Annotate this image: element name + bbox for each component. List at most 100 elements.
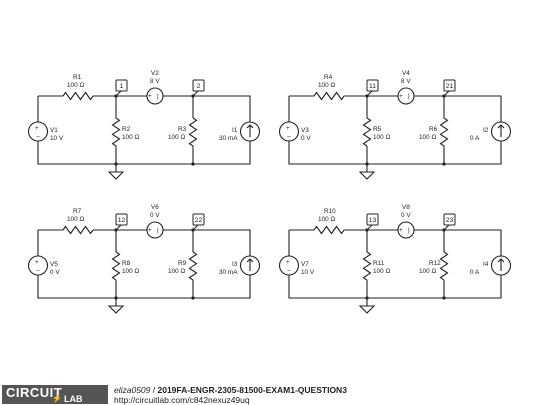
vsource-value: 0 V xyxy=(50,269,60,276)
resistor-label: R11 xyxy=(373,260,385,267)
isource-value: 30 mA xyxy=(219,135,238,142)
author-link[interactable]: eliza0509 xyxy=(114,385,151,395)
logo-text-bottom: LAB xyxy=(64,394,83,404)
vsource-label: V4 xyxy=(402,70,410,77)
circuit-title: 2019FA-ENGR-2305-81500-EXAM1-QUESTION3 xyxy=(157,385,347,395)
junction-dot xyxy=(114,162,118,166)
resistor-label: R12 xyxy=(429,260,441,267)
node-label: 11 xyxy=(369,83,376,90)
isource-label: I3 xyxy=(232,261,238,268)
footer-info: eliza0509 / 2019FA-ENGR-2305-81500-EXAM1… xyxy=(114,385,347,405)
current-arrow-icon xyxy=(497,258,505,271)
current-arrow-icon xyxy=(246,258,254,271)
plus-sign: + xyxy=(399,93,403,100)
wire-loop xyxy=(37,229,251,299)
footer-line-1: eliza0509 / 2019FA-ENGR-2305-81500-EXAM1… xyxy=(114,385,347,395)
resistor-value: 100 Ω xyxy=(168,268,185,275)
resistor-R10 xyxy=(313,225,345,235)
resistor-value: 100 Ω xyxy=(318,216,335,223)
vsource-value: 8 V xyxy=(401,78,411,85)
node-label-box xyxy=(192,213,205,226)
resistor-R9 xyxy=(188,251,198,281)
node-label-box xyxy=(115,79,128,92)
vsource-value: 10 V xyxy=(301,269,315,276)
resistor-label: R6 xyxy=(429,126,438,133)
resistor-R4 xyxy=(313,91,345,101)
vsource-label: V3 xyxy=(301,127,309,134)
node-label-box xyxy=(443,79,456,92)
plus-sign: + xyxy=(35,259,39,266)
isource-label: I2 xyxy=(483,127,489,134)
wire-branches xyxy=(366,230,445,306)
node-label-box xyxy=(192,79,205,92)
resistor-label: R4 xyxy=(324,74,333,81)
current-source-icon xyxy=(239,255,261,276)
node-leader xyxy=(192,224,199,231)
resistor-label: R5 xyxy=(373,126,382,133)
node-leader xyxy=(115,224,122,231)
junction-dot xyxy=(442,296,446,300)
resistor-R5 xyxy=(362,117,372,147)
logo-text-top: CIRCUIT xyxy=(6,385,63,400)
resistor-value: 100 Ω xyxy=(168,134,185,141)
isource-value: 0 A xyxy=(470,269,480,276)
vsource-label: V6 xyxy=(151,204,159,211)
resistor-value: 100 Ω xyxy=(318,82,335,89)
vsource-label: V1 xyxy=(50,127,58,134)
vsource-label: V7 xyxy=(301,261,309,268)
plus-sign: + xyxy=(148,93,152,100)
resistor-value: 100 Ω xyxy=(67,82,84,89)
minus-sign: | xyxy=(408,227,410,234)
node-label-box xyxy=(115,213,128,226)
node-leader xyxy=(115,90,122,97)
current-arrow-icon xyxy=(497,124,505,137)
node-label: 21 xyxy=(446,83,454,90)
wire-loop xyxy=(37,95,251,165)
junction-dot xyxy=(114,296,118,300)
resistor-value: 100 Ω xyxy=(122,134,139,141)
resistor-label: R8 xyxy=(122,260,131,267)
vsource-label: V8 xyxy=(402,204,410,211)
plus-sign: + xyxy=(286,259,290,266)
resistor-label: R2 xyxy=(122,126,131,133)
resistor-R7 xyxy=(62,225,94,235)
resistor-R8 xyxy=(111,251,121,281)
plus-sign: + xyxy=(35,125,39,132)
wire-loop xyxy=(288,229,502,299)
resistor-label: R7 xyxy=(73,208,82,215)
minus-sign: − xyxy=(36,268,40,275)
node-leader xyxy=(443,90,450,97)
node-leader xyxy=(443,224,450,231)
vsource-value: 0 V xyxy=(301,135,311,142)
vsource-value: 8 V xyxy=(150,78,160,85)
junction-dot xyxy=(365,296,369,300)
wire-branches xyxy=(115,230,194,306)
logo-bolt-icon: ⚡ xyxy=(52,394,62,403)
minus-sign: − xyxy=(36,134,40,141)
plus-sign: + xyxy=(148,227,152,234)
resistor-value: 100 Ω xyxy=(419,268,436,275)
resistor-label: R10 xyxy=(324,208,336,215)
minus-sign: | xyxy=(408,93,410,100)
resistor-value: 100 Ω xyxy=(122,268,139,275)
resistor-R11 xyxy=(362,251,372,281)
voltage-source-icon xyxy=(146,221,164,239)
node-label: 23 xyxy=(446,217,454,224)
resistor-R12 xyxy=(439,251,449,281)
circuitlab-logo[interactable]: CIRCUIT ⚡ LAB xyxy=(2,385,108,404)
resistor-label: R9 xyxy=(178,260,187,267)
circuit-url[interactable]: http://circuitlab.com/c842nexuz49uq xyxy=(114,395,250,405)
resistor-value: 100 Ω xyxy=(373,268,390,275)
wire-loop xyxy=(288,95,502,165)
vsource-value: 10 V xyxy=(50,135,64,142)
voltage-source-icon xyxy=(146,87,164,105)
vsource-label: V5 xyxy=(50,261,58,268)
voltage-source-icon xyxy=(27,121,49,142)
current-source-icon xyxy=(490,121,512,142)
voltage-source-icon xyxy=(278,121,300,142)
resistor-value: 100 Ω xyxy=(373,134,390,141)
